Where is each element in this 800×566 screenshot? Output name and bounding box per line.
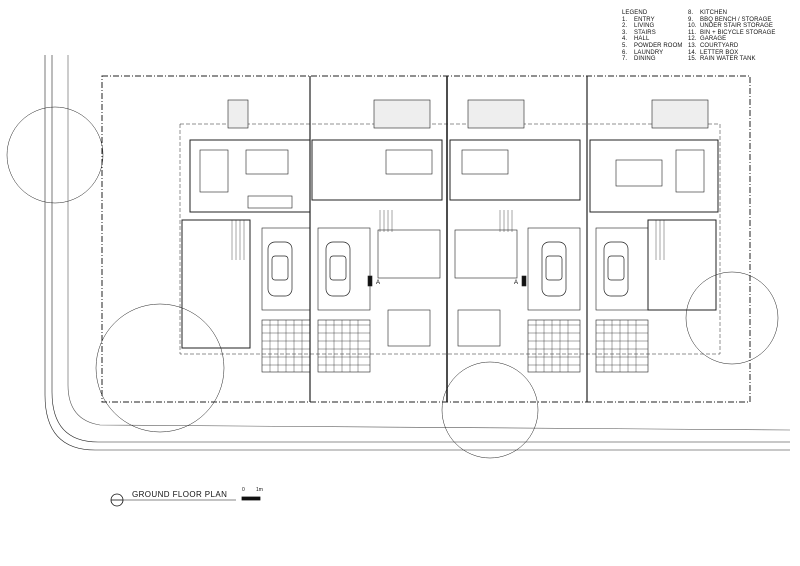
stairs <box>231 210 665 260</box>
legend-item: 15.RAIN WATER TANK <box>688 56 756 63</box>
kerb-line <box>44 55 790 451</box>
dwelling-2 <box>311 99 443 373</box>
scale-bar <box>241 496 261 501</box>
site-boundary <box>101 75 751 403</box>
legend-heading: LEGEND <box>622 10 648 16</box>
tree <box>441 361 539 459</box>
paving-grid <box>262 320 648 372</box>
legend-item: 6.LAUNDRY <box>622 49 664 56</box>
legend-item: 14.LETTER BOX <box>688 49 739 56</box>
legend-item: 1.ENTRY <box>622 16 655 23</box>
legend-item: 12.GARAGE <box>688 36 727 43</box>
section-marker-label: A <box>376 280 380 286</box>
legend-item: 8.KITCHEN <box>688 10 728 16</box>
legend-item: 11.BIN + BICYCLE STORAGE <box>688 29 776 36</box>
legend-item: 7.DINING <box>622 56 656 63</box>
kerb-line-inner <box>51 55 790 443</box>
section-marker-bar <box>367 275 373 287</box>
legend-item: 2.LIVING <box>622 23 655 30</box>
scale-label-end: 1m <box>256 487 263 493</box>
legend-item: 10.UNDER STAIR STORAGE <box>688 23 774 30</box>
legend-item: 13.COURTYARD <box>688 42 739 49</box>
scale-label-start: 0 <box>242 487 245 493</box>
tree <box>95 303 225 433</box>
car-icon <box>267 241 293 297</box>
section-marker-bar <box>521 275 527 287</box>
legend-item: 4.HALL <box>622 36 650 43</box>
dwelling-1 <box>181 99 311 373</box>
plan-title: GROUND FLOOR PLAN <box>132 490 228 499</box>
car-icon <box>603 241 629 297</box>
dwelling-4 <box>589 99 719 373</box>
legend-item: 9.BBQ BENCH / STORAGE <box>688 16 772 23</box>
car-icon <box>325 241 351 297</box>
tree <box>685 271 779 365</box>
footpath-line <box>67 55 791 431</box>
dwelling-3 <box>449 99 581 373</box>
building-outline <box>179 123 721 355</box>
tree <box>6 106 104 204</box>
legend-item: 5.POWDER ROOM <box>622 42 683 49</box>
legend-item: 3.STAIRS <box>622 29 656 36</box>
car-icon <box>541 241 567 297</box>
section-marker-label: A <box>514 280 518 286</box>
